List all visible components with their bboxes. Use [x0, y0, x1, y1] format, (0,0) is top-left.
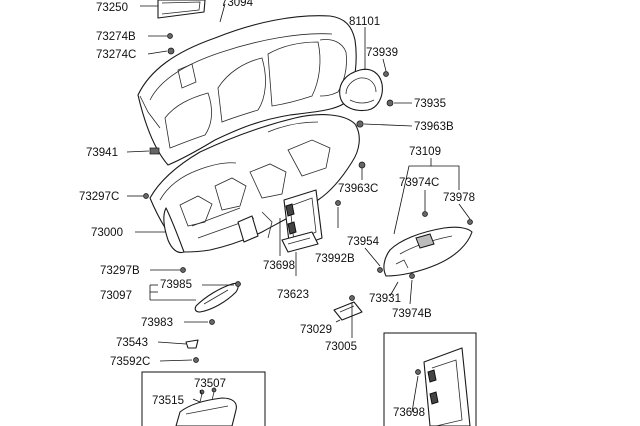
screw-73978: [467, 219, 473, 225]
part-labels: 73250 73094 81101 73274B 73274C 73939 73…: [79, 0, 475, 419]
label-73094: 73094: [221, 0, 254, 9]
label-73954: 73954: [347, 236, 380, 248]
clip-73941: [149, 147, 160, 155]
label-73698-a: 73698: [263, 260, 295, 272]
screw-73983: [209, 319, 215, 325]
part-73109-glove-box: [383, 226, 473, 277]
label-73005: 73005: [325, 341, 357, 353]
label-73992b: 73992B: [315, 253, 355, 265]
label-73274b: 73274B: [96, 31, 136, 43]
label-73000: 73000: [91, 227, 123, 239]
label-73029: 73029: [300, 324, 332, 336]
label-73963b: 73963B: [414, 121, 454, 133]
part-81101-cluster-hood: [339, 68, 383, 112]
label-73543: 73543: [116, 337, 148, 349]
label-73097: 73097: [100, 290, 132, 302]
part-73029-cover: [333, 301, 363, 321]
screw-73974c: [422, 211, 428, 217]
label-73515: 73515: [152, 395, 184, 407]
part-73507-lower-box: [175, 391, 237, 426]
label-73592c: 73592C: [110, 356, 150, 368]
screw-73274c: [167, 47, 175, 55]
label-73939: 73939: [366, 47, 398, 59]
screw-73985: [235, 281, 241, 287]
part-73250-cover: [157, 0, 206, 19]
label-73963c: 73963C: [338, 183, 378, 195]
label-73931: 73931: [369, 293, 401, 305]
label-73974b: 73974B: [392, 308, 432, 320]
label-73974c: 73974C: [399, 177, 439, 189]
fasteners: [143, 33, 473, 395]
part-73094-upper-panel: [137, 15, 357, 166]
leader-lines: [126, 3, 471, 413]
label-73698-b: 73698: [393, 407, 425, 419]
part-73543-clip: [185, 339, 199, 349]
screw-73992b: [335, 200, 341, 206]
label-73507: 73507: [194, 378, 226, 390]
label-73941: 73941: [86, 147, 118, 159]
screw-73939: [383, 71, 389, 77]
screw-73274b: [167, 33, 173, 39]
inset-frame-left: [141, 371, 266, 426]
screw-73698-low: [415, 369, 421, 375]
label-73297c: 73297C: [79, 191, 119, 203]
label-73250: 73250: [96, 2, 128, 14]
screw-73005: [349, 295, 355, 301]
part-73698-lower-bezel: [423, 347, 471, 426]
label-73985: 73985: [160, 279, 192, 291]
part-73623-bracket: [281, 231, 319, 253]
label-73109: 73109: [409, 146, 441, 158]
label-73297b: 73297B: [100, 265, 140, 277]
label-81101: 81101: [349, 16, 380, 28]
screw-73297b: [180, 267, 186, 273]
screw-73954: [377, 267, 383, 273]
label-73623: 73623: [277, 289, 309, 301]
label-73935: 73935: [414, 98, 446, 110]
label-73274c: 73274C: [96, 49, 136, 61]
label-73983: 73983: [141, 317, 173, 329]
label-73978: 73978: [443, 192, 475, 204]
part-73000-instrument-panel: [149, 114, 360, 254]
screw-73935: [386, 99, 394, 107]
screw-73974b: [409, 273, 415, 279]
screw-73963c: [358, 161, 366, 169]
screw-73297c: [143, 193, 149, 199]
inset-frame-right: [383, 332, 477, 426]
part-73097-garnish: [194, 282, 239, 313]
screw-73592c: [193, 357, 199, 363]
screw-73507-b: [211, 387, 217, 393]
screw-73963b: [356, 120, 364, 128]
